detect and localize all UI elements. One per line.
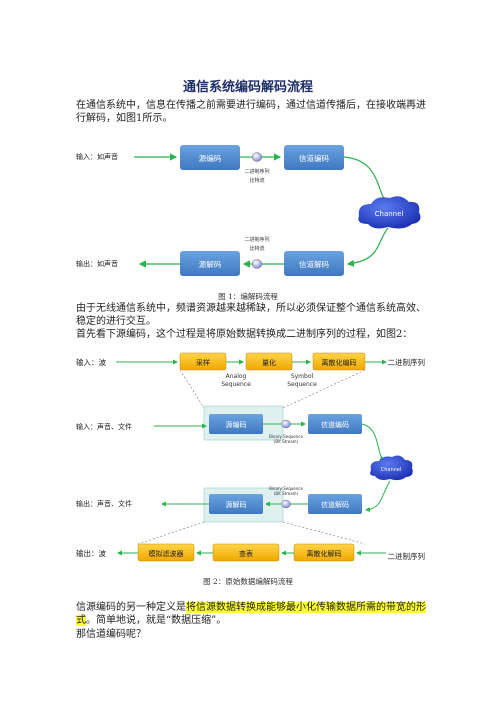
paragraph-3: 首先看下源编码，这个过程是将原始数据转换成二进制序列的过程，如图2： [76,329,413,340]
fig2-channel-cloud [370,455,413,481]
fig2-bit-stream-top-1: Binary Sequence [269,434,303,439]
fig2-dash-top-left [179,369,205,409]
fig2-channel-decode-label: 信道解码 [321,500,349,509]
fig2-source-decode-label: 源解码 [226,500,247,509]
fig1-bitstream-node-bottom [251,259,263,269]
fig2-input-sound: 输入：声音、文件 [76,422,132,431]
para4-tail: 。简单地说，就是“数据压缩”。 [86,615,227,626]
fig1-channel-encode-box [284,145,344,170]
fig2-dash-bottom-left [137,521,205,545]
fig1-binary-seq-bottom-1: 二进制序列 [244,236,269,243]
paragraph-5: 那信道编码呢？ [76,629,146,640]
fig2-binary-seq-right-bottom: 二进制序列 [388,551,426,561]
fig1-channel-encode-label: 信道编码 [299,153,329,163]
fig2-dash-top-right [282,369,366,409]
fig1-binary-seq-top-1: 二进制序列 [244,168,269,175]
fig2-analog-filter-label: 模拟滤波器 [149,549,184,558]
fig1-source-decode-box [180,251,240,276]
fig1-source-decode-label: 源解码 [199,259,222,269]
fig2-channel-encode-label: 信道编码 [321,420,349,429]
fig2-output-wave: 输出：波 [76,548,106,558]
fig2-discrete-encode-label: 离散化编码 [322,358,357,367]
fig2-bit-stream-bottom-1: Binary Sequence [269,486,303,491]
fig2-lookup-label: 查表 [239,549,253,558]
para4-lead: 信源编码的另一种定义是 [76,602,186,613]
fig1-binary-seq-bottom-2: 比特流 [249,245,264,252]
fig1-channel-label: Channel [375,210,404,218]
fig1-input-label: 输入：如声音 [76,152,118,161]
fig1-source-encode-label: 源编码 [199,153,222,163]
fig2-symbol-1: Symbol [291,373,314,380]
fig2-binary-seq-right: 二进制序列 [388,357,426,367]
fig2-bit-stream-bottom-2: (Bit Stream) [274,491,299,496]
page-title: 通信系统编码解码流程 [182,80,313,95]
fig1-source-encode-box [180,145,240,170]
fig2-symbol-2: Sequence [287,381,317,388]
fig1-channel-decode-label: 信道解码 [299,259,329,269]
fig1-curve-from-channel [346,227,389,267]
fig2-output-sound: 输出：声音、文件 [76,499,132,508]
figure-1-caption: 图 1：编解码流程 [218,292,278,301]
fig1-channel-decode-box [284,251,344,276]
fig2-source-decode-box [209,494,263,514]
fig2-bit-stream-top-2: (Bit Stream) [274,439,299,444]
fig2-bitstream-node-bottom [281,499,291,509]
fig2-analog-1: Analog [226,373,247,380]
fig2-sampling-label: 采样 [196,358,210,367]
fig2-curve-to-channel [361,423,385,461]
fig2-source-encode-label: 源编码 [226,420,247,429]
para4-highlight-1: 将信源数据转换成能够最小化传输数据所需的带宽的 [186,602,416,613]
figure-1-diagram: 输入：如声音 源编码 信道编码 二进制序列 比特流 Channel 信道解码 二… [76,145,421,276]
intro-paragraph: 在通信系统中，信息在传播之前需要进行编码，通过信道传播后，在接收端再进行解码，如… [76,100,426,124]
fig2-dash-bottom-right [282,521,366,545]
paragraph-4: 信源编码的另一种定义是将信源数据转换成能够最小化传输数据所需的带宽的形式。简单地… [76,601,426,627]
fig2-source-encode-box [209,414,263,434]
fig1-channel-cloud [358,196,421,229]
figure-2-caption: 图 2：原始数据编解码流程 [203,577,293,586]
fig1-bitstream-node-top [251,152,263,162]
fig2-discrete-decode-label: 离散化解码 [307,549,342,558]
fig1-curve-to-channel [343,156,389,205]
figure-2-diagram: 输入：波 采样 量化 离散化编码 二进制序列 Analog Sequence S… [76,352,426,562]
fig2-channel-encode-box [308,414,362,434]
fig2-channel-decode-box [308,494,362,514]
fig2-curve-from-channel [365,480,391,512]
fig1-binary-seq-top-2: 比特流 [249,177,264,184]
fig2-quantize-label: 量化 [262,358,276,367]
paragraph-2: 由于无线通信系统中，频谱资源越来越稀缺，所以必须保证整个通信系统高效、稳定的进行… [76,303,426,327]
fig2-channel-label: Channel [381,467,402,473]
fig2-analog-2: Sequence [221,381,251,388]
fig2-input-wave: 输入：波 [76,357,106,367]
fig2-bitstream-node-top [281,419,291,429]
fig1-output-label: 输出：如声音 [76,259,118,268]
